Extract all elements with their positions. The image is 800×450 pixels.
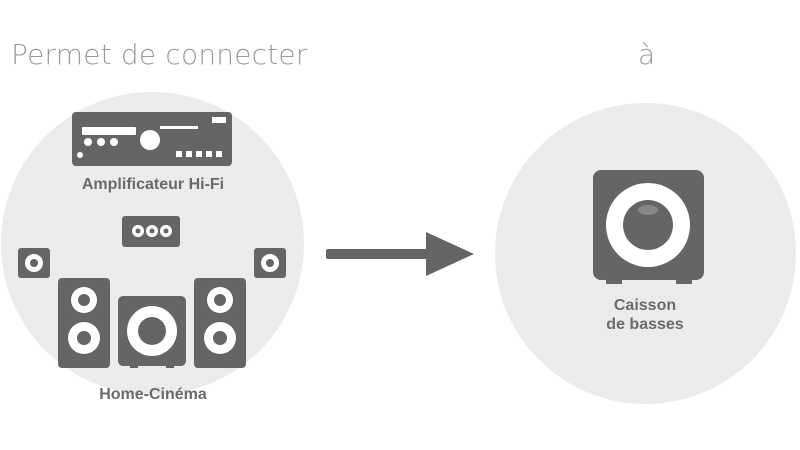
tower-speaker-icon <box>58 278 110 368</box>
subwoofer-label-line2: de basses <box>606 316 684 333</box>
tower-speaker-icon <box>194 278 246 368</box>
center-speaker-icon <box>122 216 180 247</box>
satellite-speaker-icon <box>18 248 50 278</box>
subwoofer-icon <box>593 170 704 284</box>
satellite-speaker-icon <box>254 248 286 278</box>
amplifier-label: Amplificateur Hi-Fi <box>81 176 225 193</box>
heading-connect-from: Permet de connecter <box>11 38 308 71</box>
heading-connect-to: à <box>638 38 656 71</box>
subwoofer-label: Caisson de basses <box>560 296 730 334</box>
arrow-right-icon <box>326 232 474 276</box>
subwoofer-icon <box>118 296 186 368</box>
subwoofer-label-line1: Caisson <box>613 297 677 314</box>
amplifier-icon <box>72 112 232 166</box>
home-cinema-label: Home-Cinéma <box>99 386 207 403</box>
